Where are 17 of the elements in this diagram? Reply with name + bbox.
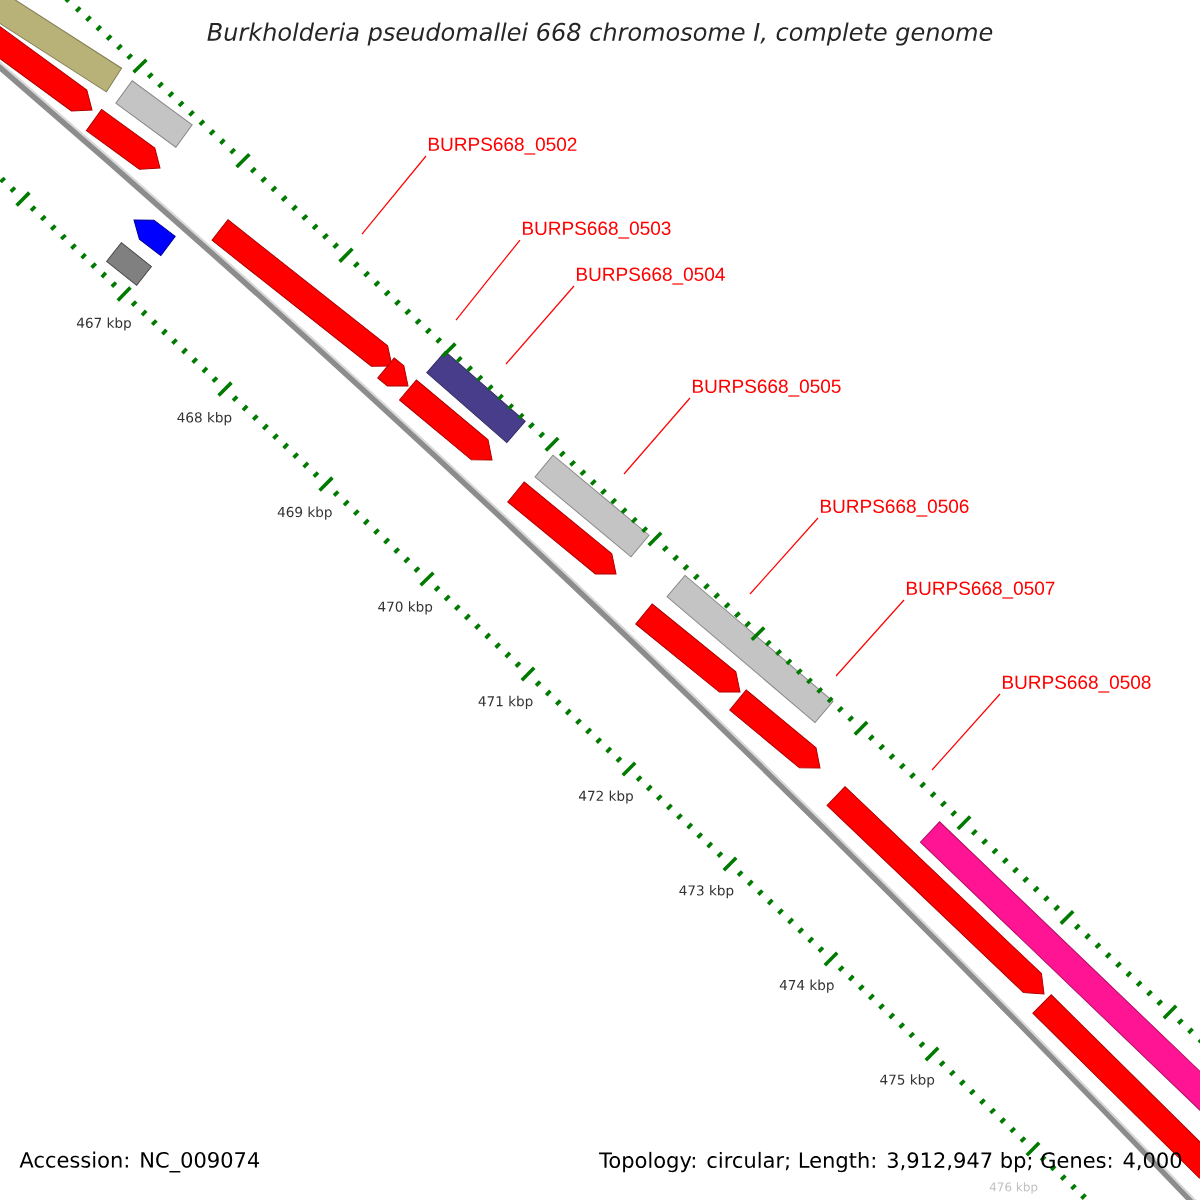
genome-info-text: Topology: circular; Length: 3,912,947 bp; Genes: 4,000 xyxy=(599,1151,1182,1173)
gene-label: BURPS668_0503 xyxy=(522,221,671,239)
leader-line xyxy=(623,397,691,475)
gene-label: BURPS668_0502 xyxy=(428,137,577,155)
gene-label: BURPS668_0504 xyxy=(576,267,725,285)
gene-label: BURPS668_0506 xyxy=(821,499,969,517)
leader-line xyxy=(455,239,521,321)
accession-text: Accession: NC_009074 xyxy=(19,1151,260,1173)
gene-label: BURPS668_0507 xyxy=(907,581,1055,599)
leader-line xyxy=(505,285,575,365)
leader-line xyxy=(931,693,1001,771)
gene-label: BURPS668_0505 xyxy=(693,379,841,397)
gene-label: BURPS668_0508 xyxy=(1003,675,1151,693)
leader-line xyxy=(835,599,905,677)
leader-line xyxy=(749,517,819,595)
leader-line xyxy=(361,155,427,235)
title: Burkholderia pseudomallei 668 chromosome I, complete genome xyxy=(207,22,993,46)
